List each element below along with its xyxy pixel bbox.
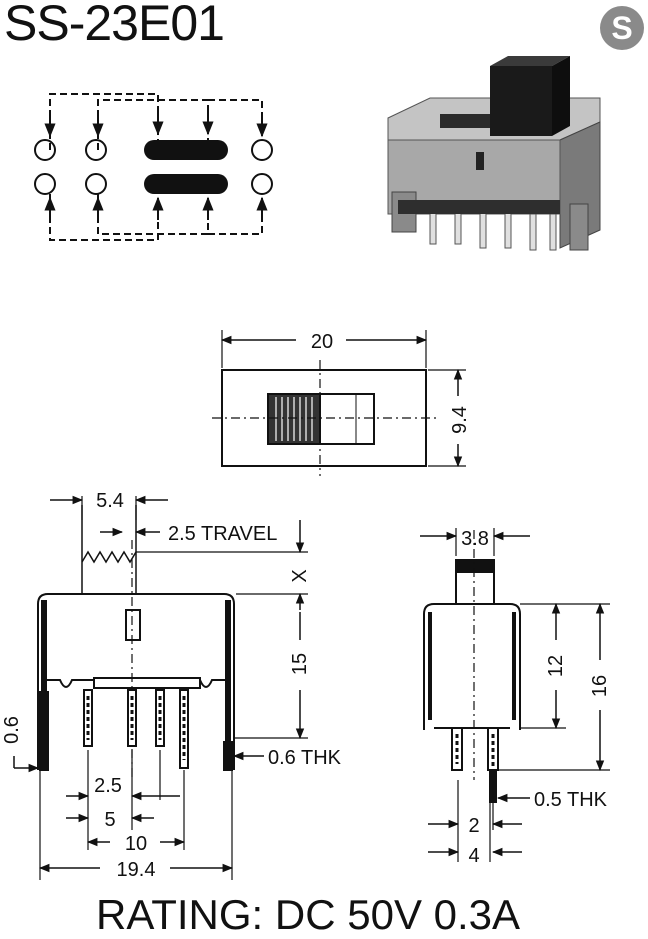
front-thickness-label: 0.6 THK: [268, 747, 342, 769]
rating-text: RATING: DC 50V 0.3A: [96, 891, 521, 938]
brand-logo-letter: S: [611, 10, 632, 46]
side-overall-height-label: 16: [589, 675, 611, 697]
pin-gap-label: 2: [468, 815, 479, 837]
travel-label: 2.5 TRAVEL: [168, 523, 277, 545]
switch-product-illustration: [387, 56, 601, 251]
pitch-label: 2.5: [94, 775, 122, 797]
span-10-label: 10: [125, 833, 147, 855]
brand-logo-icon: S: [600, 6, 644, 50]
x-dimension-label: X: [289, 569, 311, 582]
side-thickness-label: 0.5 THK: [534, 789, 608, 811]
side-view: [420, 528, 610, 862]
top-height-label: 9.4: [449, 406, 471, 434]
side-knob-width-label: 3.8: [461, 528, 489, 550]
front-height-label: 15: [289, 653, 311, 675]
contact-bridges: [144, 140, 228, 194]
overall-width-label: 19.4: [117, 859, 156, 881]
part-number-title: SS-23E01: [4, 0, 225, 51]
top-view: [212, 330, 466, 476]
side-body-height-label: 12: [545, 655, 567, 677]
front-view: [13, 495, 308, 880]
span-5-label: 5: [104, 809, 115, 831]
pin-offset-label: 0.6: [1, 716, 23, 744]
contact-schematic: [34, 93, 273, 241]
pin-span-label: 4: [468, 845, 479, 867]
knob-width-label: 5.4: [96, 490, 124, 512]
top-width-label: 20: [311, 331, 333, 353]
